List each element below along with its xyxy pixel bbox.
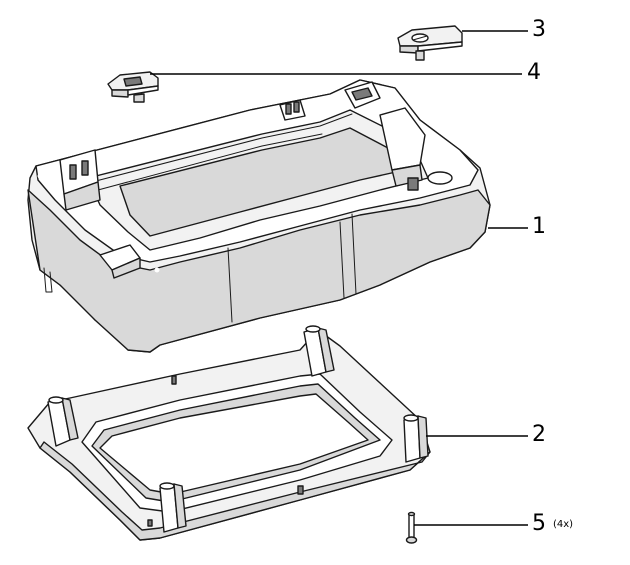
part-3-clip (397, 25, 463, 61)
part-4-clip (107, 71, 159, 103)
post-front (159, 482, 187, 533)
part-1-housing (27, 77, 491, 353)
part-5-screw (405, 511, 418, 544)
post-right (403, 414, 429, 463)
post-left (47, 396, 79, 447)
callout-1: 1 (532, 214, 546, 239)
callout-5-quantity: (4x) (553, 519, 574, 530)
post-back (303, 325, 335, 377)
callout-5: 5 (532, 511, 546, 536)
part-2-base-frame (27, 325, 431, 541)
callout-2: 2 (532, 422, 546, 447)
callout-4: 4 (527, 60, 541, 85)
callout-3: 3 (532, 17, 546, 42)
